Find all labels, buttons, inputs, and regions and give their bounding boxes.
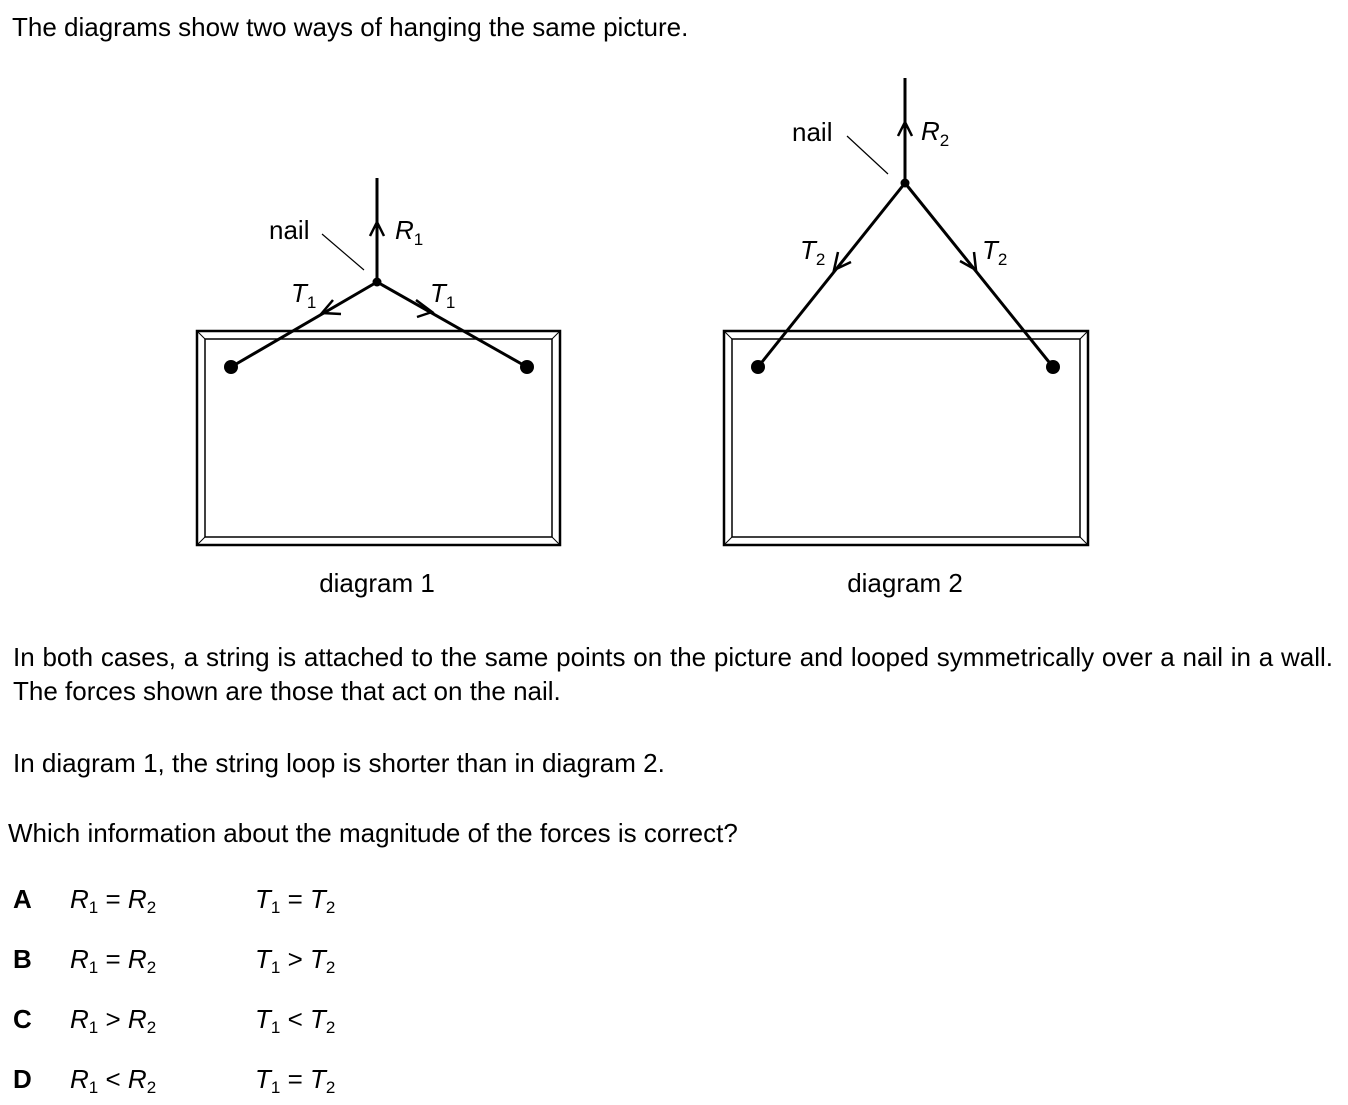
tension-arrow-right-1 (415, 299, 435, 319)
tension-arrow-left-2 (832, 251, 852, 273)
nail-label-2: nail (792, 117, 832, 147)
option-letter: B (13, 944, 32, 974)
hanging-picture-diagrams: nail R1 T1 T1 diagram 1 nail R2 T2 T2 di… (195, 78, 1090, 598)
attach-point-right-1 (520, 360, 534, 374)
question-text: Which information about the magnitude of… (8, 818, 738, 848)
tension-arrow-right-2 (959, 251, 978, 273)
comparison-paragraph: In diagram 1, the string loop is shorter… (13, 748, 665, 778)
tension-arrow-left-1 (319, 299, 342, 316)
attach-point-left-2 (751, 360, 765, 374)
string-right-1 (376, 280, 528, 369)
string-left-2 (756, 182, 907, 368)
r-relation: R1 < R2 (70, 1064, 157, 1097)
nail-pointer-2 (846, 135, 889, 175)
option-letter: D (13, 1064, 32, 1094)
diagram-1-caption: diagram 1 (319, 568, 435, 598)
nail-label-1: nail (269, 215, 309, 245)
t1-label-left: T1 (291, 278, 316, 312)
t-relation: T1 < T2 (255, 1004, 336, 1037)
r-relation: R1 = R2 (70, 944, 157, 977)
description-paragraph: In both cases, a string is attached to t… (13, 642, 1333, 706)
intro-text: The diagrams show two ways of hanging th… (12, 12, 689, 42)
t-relation: T1 = T2 (255, 1064, 336, 1097)
r-relation: R1 = R2 (70, 884, 157, 917)
string-right-2 (903, 182, 1055, 368)
diagram-2: nail R2 T2 T2 diagram 2 (722, 78, 1090, 598)
reaction-arrow-2 (896, 119, 914, 137)
t1-label-right: T1 (430, 278, 455, 312)
diagram-1: nail R1 T1 T1 diagram 1 (195, 178, 562, 598)
picture-frame-1 (195, 329, 562, 547)
option-letter: A (13, 884, 32, 914)
r-relation: R1 > R2 (70, 1004, 157, 1037)
t2-label-left: T2 (800, 235, 825, 269)
reaction-arrow-1 (368, 219, 386, 237)
t-relation: T1 > T2 (255, 944, 336, 977)
attach-point-left-1 (224, 360, 238, 374)
t-relation: T1 = T2 (255, 884, 336, 917)
nail-pointer-1 (321, 233, 365, 271)
r1-label: R1 (395, 215, 423, 249)
t2-label-right: T2 (982, 235, 1007, 269)
diagram-2-caption: diagram 2 (847, 568, 963, 598)
string-left-1 (230, 280, 378, 369)
picture-frame-2 (722, 329, 1090, 547)
r2-label: R2 (921, 116, 949, 150)
attach-point-right-2 (1046, 360, 1060, 374)
option-letter: C (13, 1004, 32, 1034)
